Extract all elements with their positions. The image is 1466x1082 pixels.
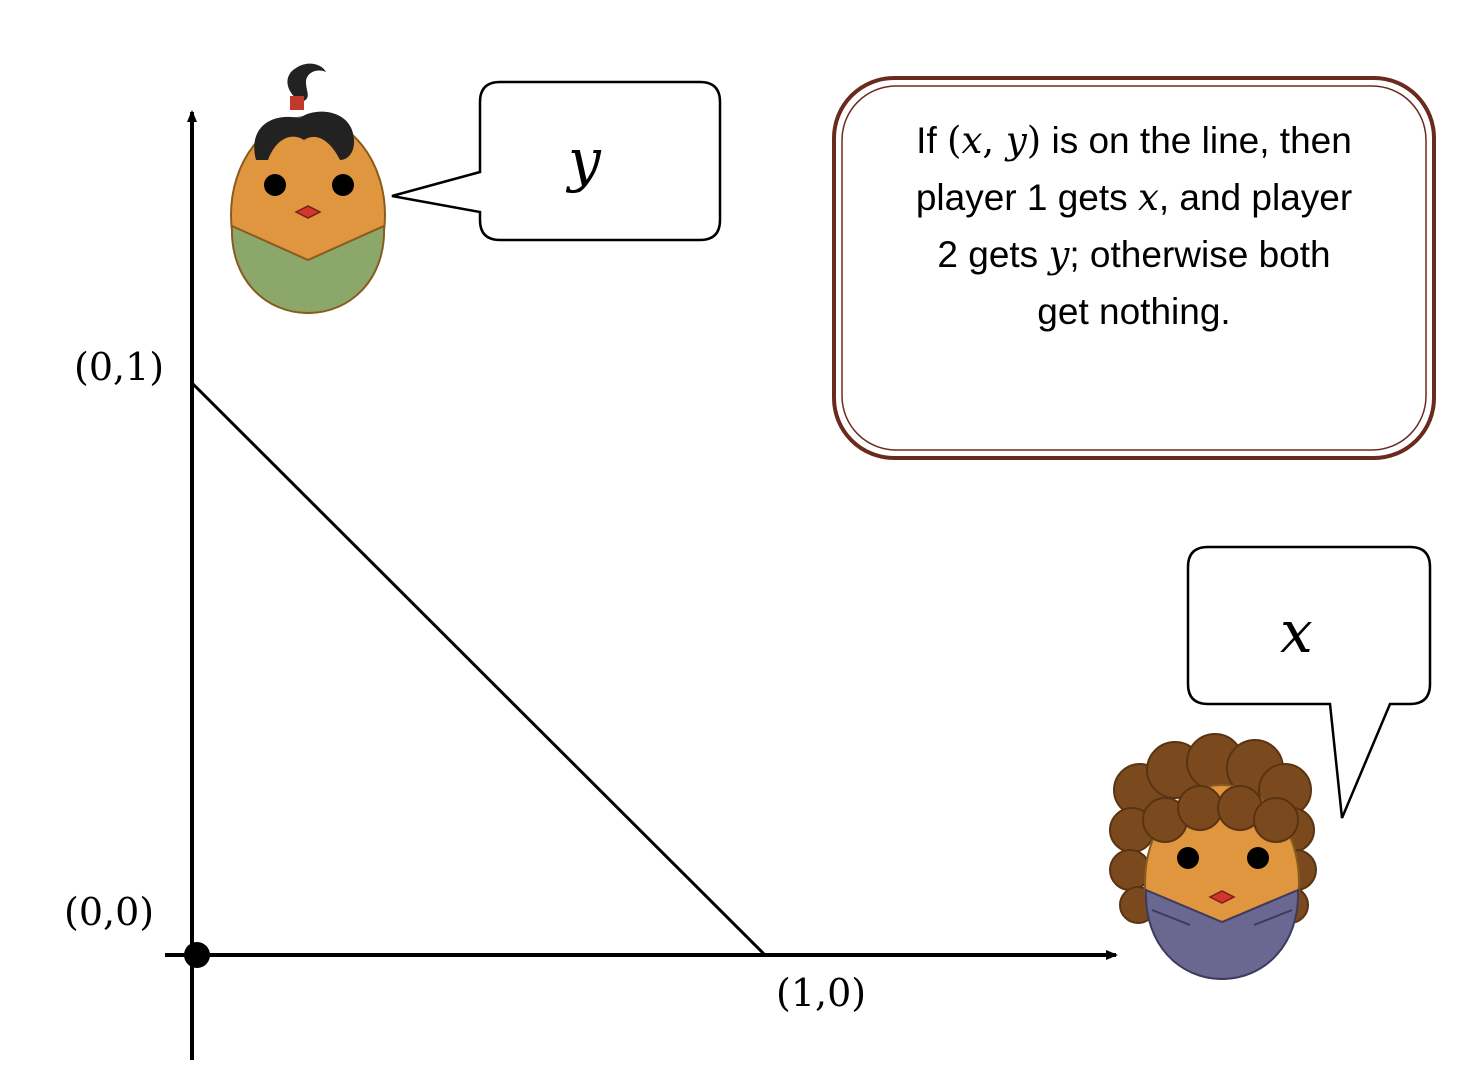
speech-bubble-top-text: y bbox=[565, 126, 602, 194]
origin-point bbox=[184, 942, 210, 968]
rule-line-2: player 1 gets x, and player bbox=[915, 176, 1353, 219]
y-intercept-label: (0,1) bbox=[74, 345, 164, 389]
origin-label: (0,0) bbox=[64, 890, 154, 934]
rule-box: If (x, y) is on the line, then player 1 … bbox=[842, 84, 1426, 450]
player-1-avatar-icon bbox=[1109, 733, 1317, 981]
speech-bubble-bottom-text: x bbox=[1280, 598, 1313, 666]
speech-bubble-bottom: x bbox=[1186, 545, 1432, 819]
rule-line-1: If (x, y) is on the line, then bbox=[916, 119, 1352, 162]
rule-box-frame bbox=[832, 76, 1436, 460]
rule-text: If (x, y) is on the line, then player 1 … bbox=[916, 112, 1352, 340]
feasibility-line bbox=[190, 381, 767, 957]
rule-line-4: get nothing. bbox=[1037, 291, 1231, 332]
player-2-avatar-icon bbox=[230, 63, 386, 315]
speech-bubble-top: y bbox=[391, 80, 722, 242]
rule-line-3: 2 gets y; otherwise both bbox=[937, 233, 1331, 276]
x-intercept-label: (1,0) bbox=[776, 971, 866, 1015]
